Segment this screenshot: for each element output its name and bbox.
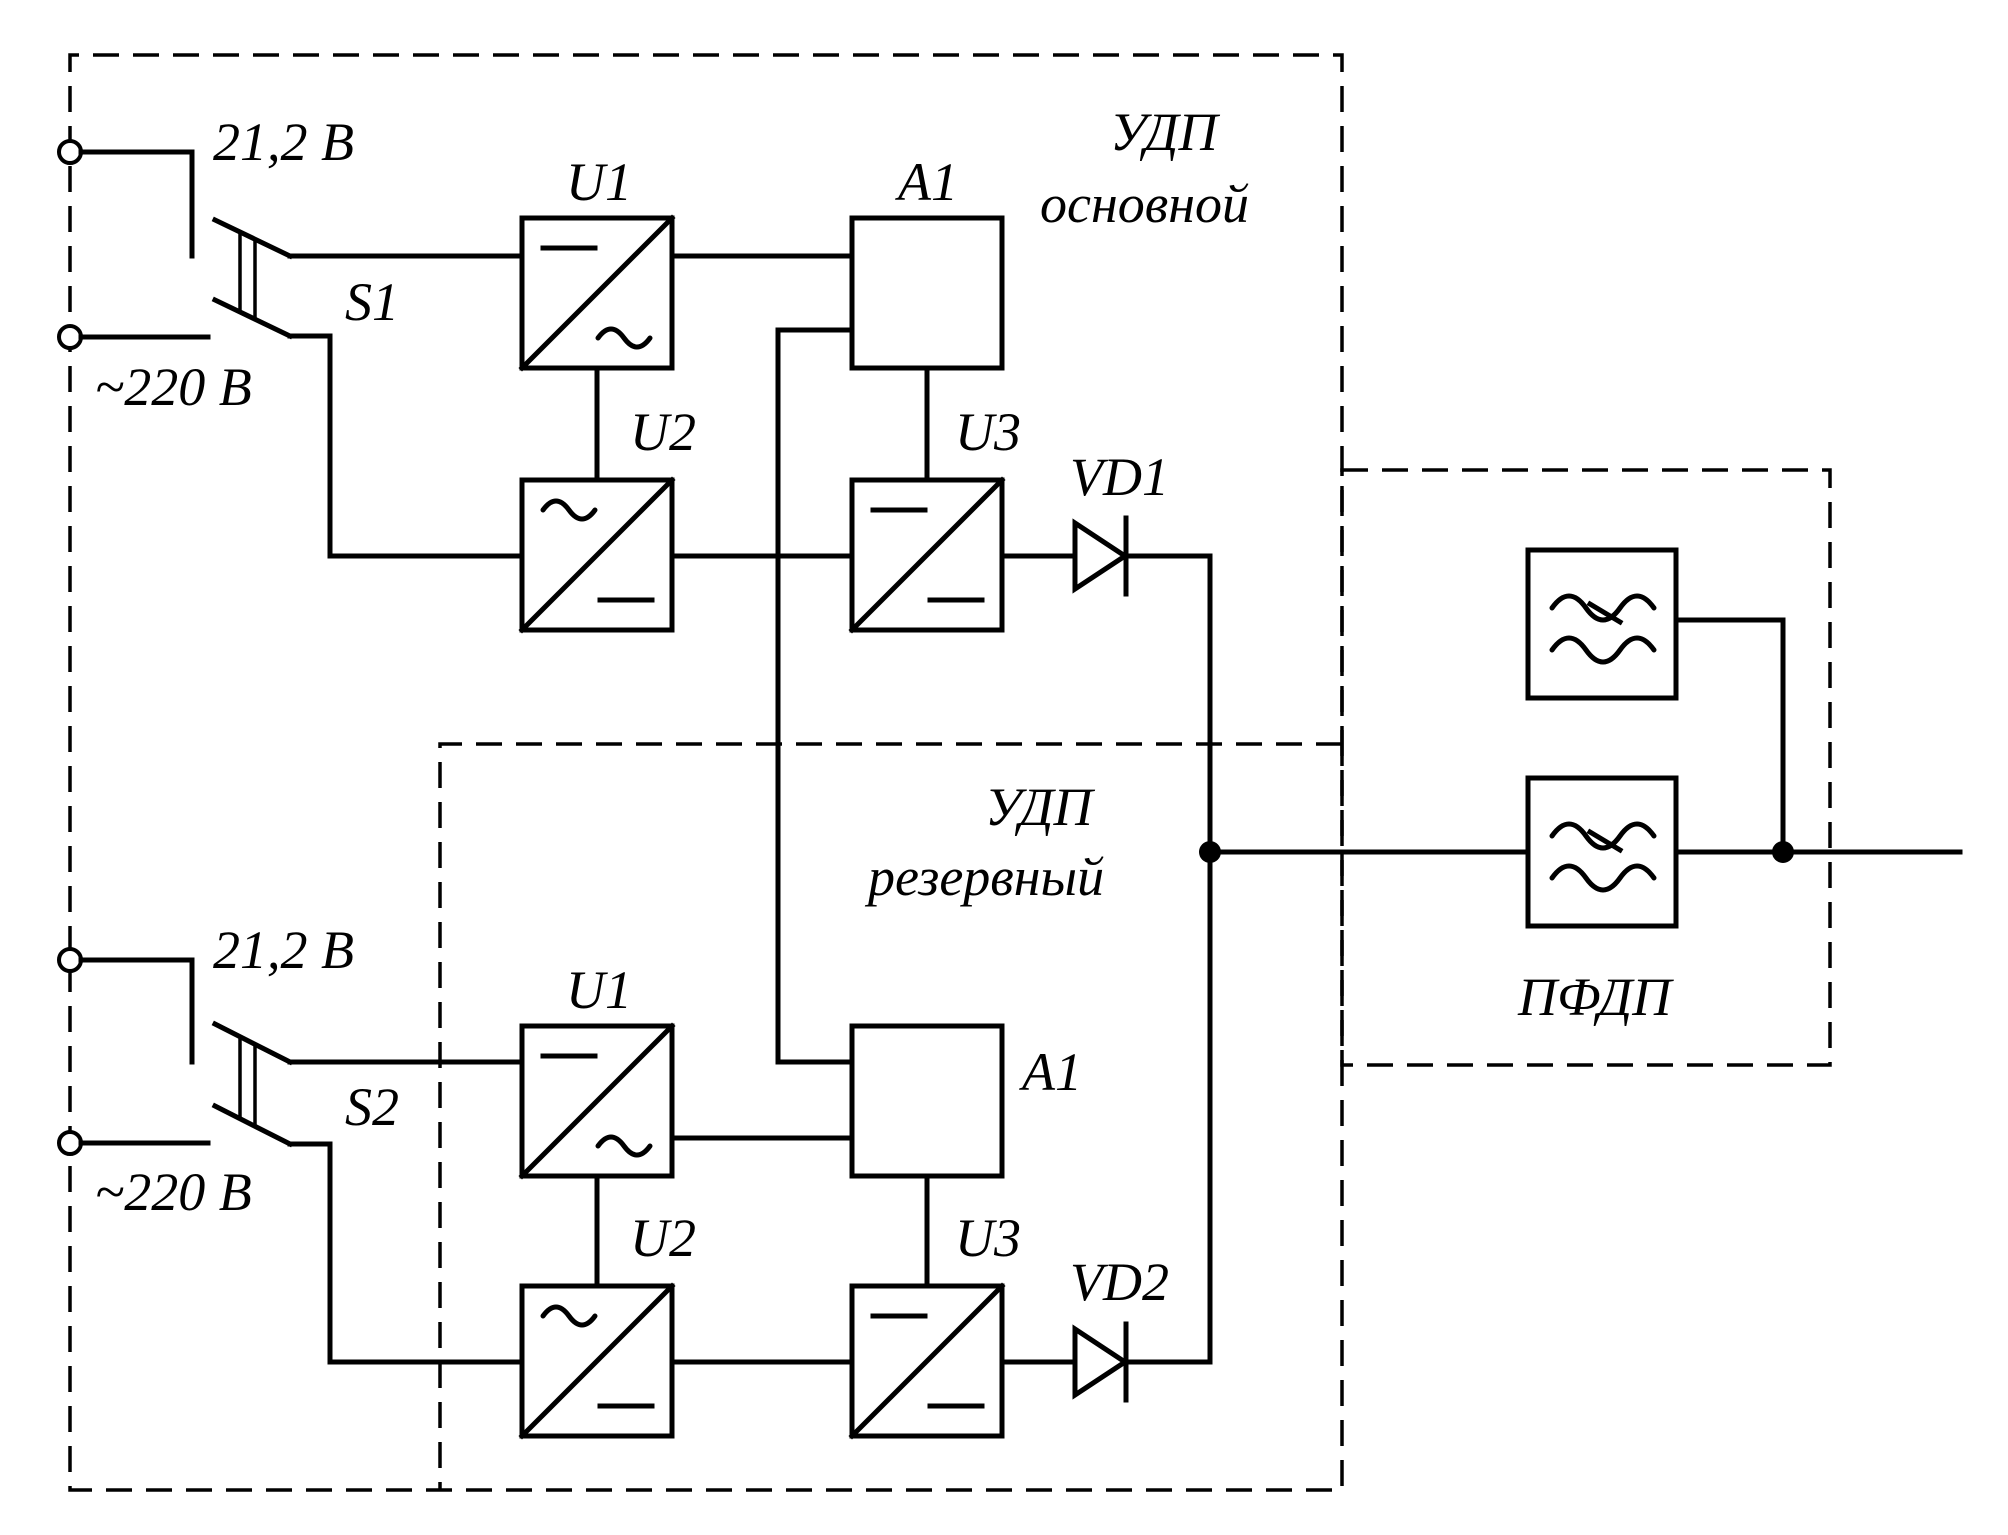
main-u1-label: U1 bbox=[566, 152, 632, 212]
wire-link-to-reserve-a1 bbox=[775, 917, 855, 1065]
reserve-u3-label: U3 bbox=[955, 1208, 1021, 1268]
filter-wave-icon bbox=[1549, 821, 1657, 851]
main-unit-title-line2: основной bbox=[1040, 174, 1249, 234]
reserve-u2-label: U2 bbox=[630, 1208, 696, 1268]
wire-a1-link-to-reserve bbox=[775, 327, 855, 923]
reserve-a1-label: A1 bbox=[1019, 1042, 1082, 1102]
ac-sine-icon bbox=[540, 498, 598, 522]
filter-block-upper bbox=[1525, 547, 1679, 701]
ac-sine-icon bbox=[540, 1304, 598, 1328]
switch-s2-label: S2 bbox=[345, 1077, 399, 1137]
wire-s1-to-u2 bbox=[287, 333, 525, 559]
diode-vd1 bbox=[1072, 515, 1130, 597]
diode-vd1-label: VD1 bbox=[1070, 447, 1169, 507]
filter-wave-icon bbox=[1549, 593, 1657, 623]
reserve-unit-boundary bbox=[438, 742, 1342, 1490]
wire-upper-filter-to-output bbox=[1673, 617, 1786, 855]
diode-vd2-label: VD2 bbox=[1070, 1252, 1169, 1312]
main-unit: 21,2 В ~220 В S1 U1 bbox=[57, 112, 1213, 923]
main-ac-terminal bbox=[57, 324, 83, 350]
main-unit-title-line1: УДП bbox=[1110, 102, 1221, 162]
main-dc-terminal bbox=[57, 139, 83, 165]
reserve-dc-terminal bbox=[57, 947, 83, 973]
reserve-unit: 21,2 В ~220 В S2 U1 bbox=[57, 849, 1213, 1440]
reserve-dc-input-label: 21,2 В bbox=[213, 920, 354, 980]
reserve-ac-terminal bbox=[57, 1130, 83, 1156]
filter-unit bbox=[1199, 547, 1963, 929]
output-junction-dot bbox=[1772, 841, 1794, 863]
filter-block-lower bbox=[1525, 775, 1679, 929]
bus-junction-dot bbox=[1199, 841, 1221, 863]
reserve-u3-block bbox=[848, 1282, 1006, 1440]
wire-s2-to-u2 bbox=[287, 1141, 525, 1365]
main-u2-label: U2 bbox=[630, 402, 696, 462]
reserve-unit-title-line1: УДП bbox=[985, 777, 1096, 837]
reserve-u1-block bbox=[518, 1022, 676, 1180]
diode-vd2 bbox=[1072, 1321, 1130, 1403]
main-ac-input-label: ~220 В bbox=[95, 357, 252, 417]
main-u3-block bbox=[848, 476, 1006, 634]
wire-vd1-to-bus bbox=[1125, 553, 1213, 855]
switch-s1 bbox=[78, 149, 294, 340]
ac-sine-icon bbox=[595, 1134, 653, 1158]
filter-wave-icon bbox=[1549, 863, 1657, 893]
reserve-a1-block bbox=[849, 1023, 1005, 1179]
reserve-u2-block bbox=[518, 1282, 676, 1440]
switch-s1-label: S1 bbox=[345, 272, 399, 332]
reserve-u1-label: U1 bbox=[566, 960, 632, 1020]
reserve-unit-title-line2: резервный bbox=[864, 847, 1104, 907]
filter-unit-boundary bbox=[1340, 468, 1832, 1067]
main-u3-label: U3 bbox=[955, 402, 1021, 462]
main-a1-label: A1 bbox=[895, 152, 958, 212]
main-dc-input-label: 21,2 В bbox=[213, 112, 354, 172]
switch-s2 bbox=[78, 957, 294, 1148]
main-unit-boundary bbox=[68, 53, 1344, 1492]
reserve-ac-input-label: ~220 В bbox=[95, 1162, 252, 1222]
ac-sine-icon bbox=[595, 326, 653, 350]
filter-unit-title: ПФДП bbox=[1517, 967, 1674, 1027]
main-a1-block bbox=[849, 215, 1005, 371]
filter-wave-icon bbox=[1549, 635, 1657, 665]
main-u2-block bbox=[518, 476, 676, 634]
main-u1-block bbox=[518, 214, 676, 372]
wire-vd2-to-bus bbox=[1125, 849, 1213, 1365]
